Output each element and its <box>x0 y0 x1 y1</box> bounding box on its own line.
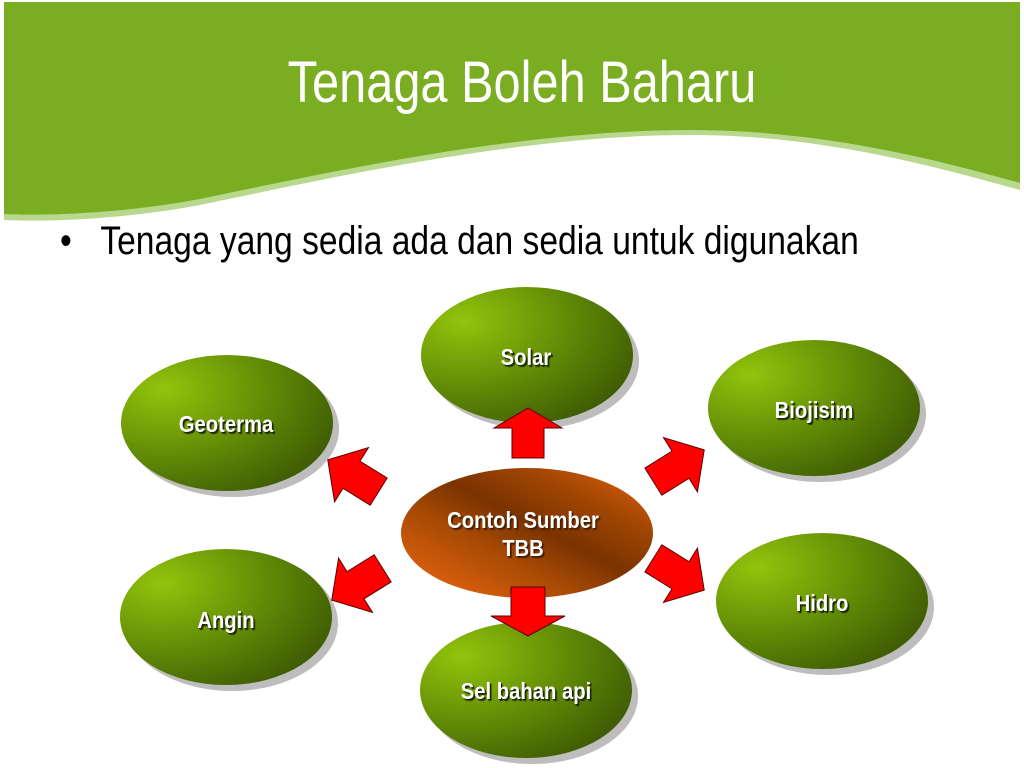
slide-title: Tenaga Boleh Baharu <box>287 50 757 115</box>
node-label-biojisim: Biojisim <box>774 397 854 423</box>
center-label: Contoh Sumber TBB <box>447 506 599 562</box>
node-label-hidro: Hidro <box>795 590 849 616</box>
arrow-up-left-icon <box>327 446 388 506</box>
node-sel-bahan-api[interactable] <box>420 622 638 764</box>
node-label-geoterma: Geoterma <box>178 411 274 437</box>
node-label-angin: Angin <box>197 607 255 633</box>
arrow-down-right-icon <box>644 544 705 604</box>
arrow-down-left-icon <box>331 554 392 614</box>
node-label-solar: Solar <box>500 344 552 370</box>
node-angin[interactable] <box>120 549 338 691</box>
bullet-marker: • <box>60 219 72 263</box>
node-label-sel-bahan-api: Sel bahan api <box>460 678 592 704</box>
arrow-down-icon <box>490 586 566 637</box>
bullet-text: Tenaga yang sedia ada dan sedia untuk di… <box>100 219 859 263</box>
arrow-up-right-icon <box>644 436 705 496</box>
node-solar[interactable] <box>421 287 639 429</box>
node-biojisim[interactable] <box>708 340 926 482</box>
bullet-item: • Tenaga yang sedia ada dan sedia untuk d… <box>60 216 859 266</box>
node-hidro[interactable] <box>716 533 934 675</box>
arrow-up-icon <box>492 407 564 459</box>
center-label-line1: Contoh Sumber <box>447 507 599 533</box>
center-label-line2: TBB <box>502 535 544 561</box>
node-geoterma[interactable] <box>121 355 339 497</box>
node-center-contoh-sumber-tbb[interactable] <box>401 468 653 598</box>
